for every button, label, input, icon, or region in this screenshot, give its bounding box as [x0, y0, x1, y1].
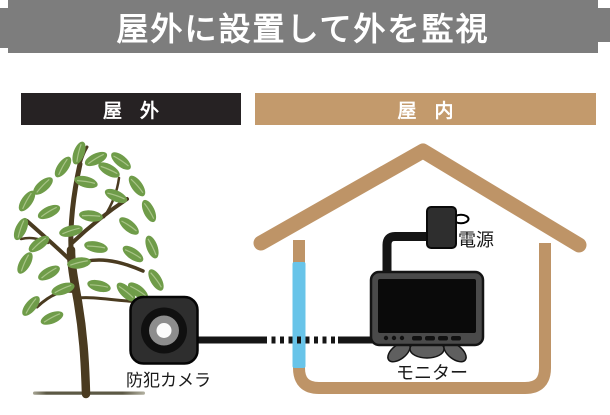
- house-roof: [253, 143, 587, 253]
- banner-accent-left: [0, 8, 8, 48]
- security-camera: [129, 295, 199, 365]
- indoor-zone-label: 屋内: [397, 100, 472, 122]
- camera-lens-center: [156, 323, 172, 338]
- camera-label: 防犯カメラ: [126, 371, 211, 390]
- power-cable: [382, 232, 428, 276]
- monitor-buttons: [383, 335, 461, 341]
- monitor-label: モニター: [396, 363, 468, 383]
- power-label: 電源: [458, 230, 494, 250]
- outdoor-zone-label: 屋外: [102, 100, 177, 122]
- banner-accent-right: [598, 8, 610, 42]
- power-adapter: [426, 206, 470, 249]
- adapter-body: [426, 206, 457, 249]
- monitor: [369, 270, 485, 363]
- page-title: 屋外に設置して外を監視: [116, 10, 490, 47]
- outdoor-zone-bar: 屋外: [21, 93, 241, 125]
- house-outline: [253, 143, 587, 394]
- monitor-screen: [378, 279, 476, 333]
- indoor-zone-bar: 屋内: [255, 93, 596, 125]
- wall-conduit: [292, 262, 306, 368]
- house-walls-floor: [293, 240, 551, 394]
- title-banner: 屋外に設置して外を監視: [8, 0, 598, 53]
